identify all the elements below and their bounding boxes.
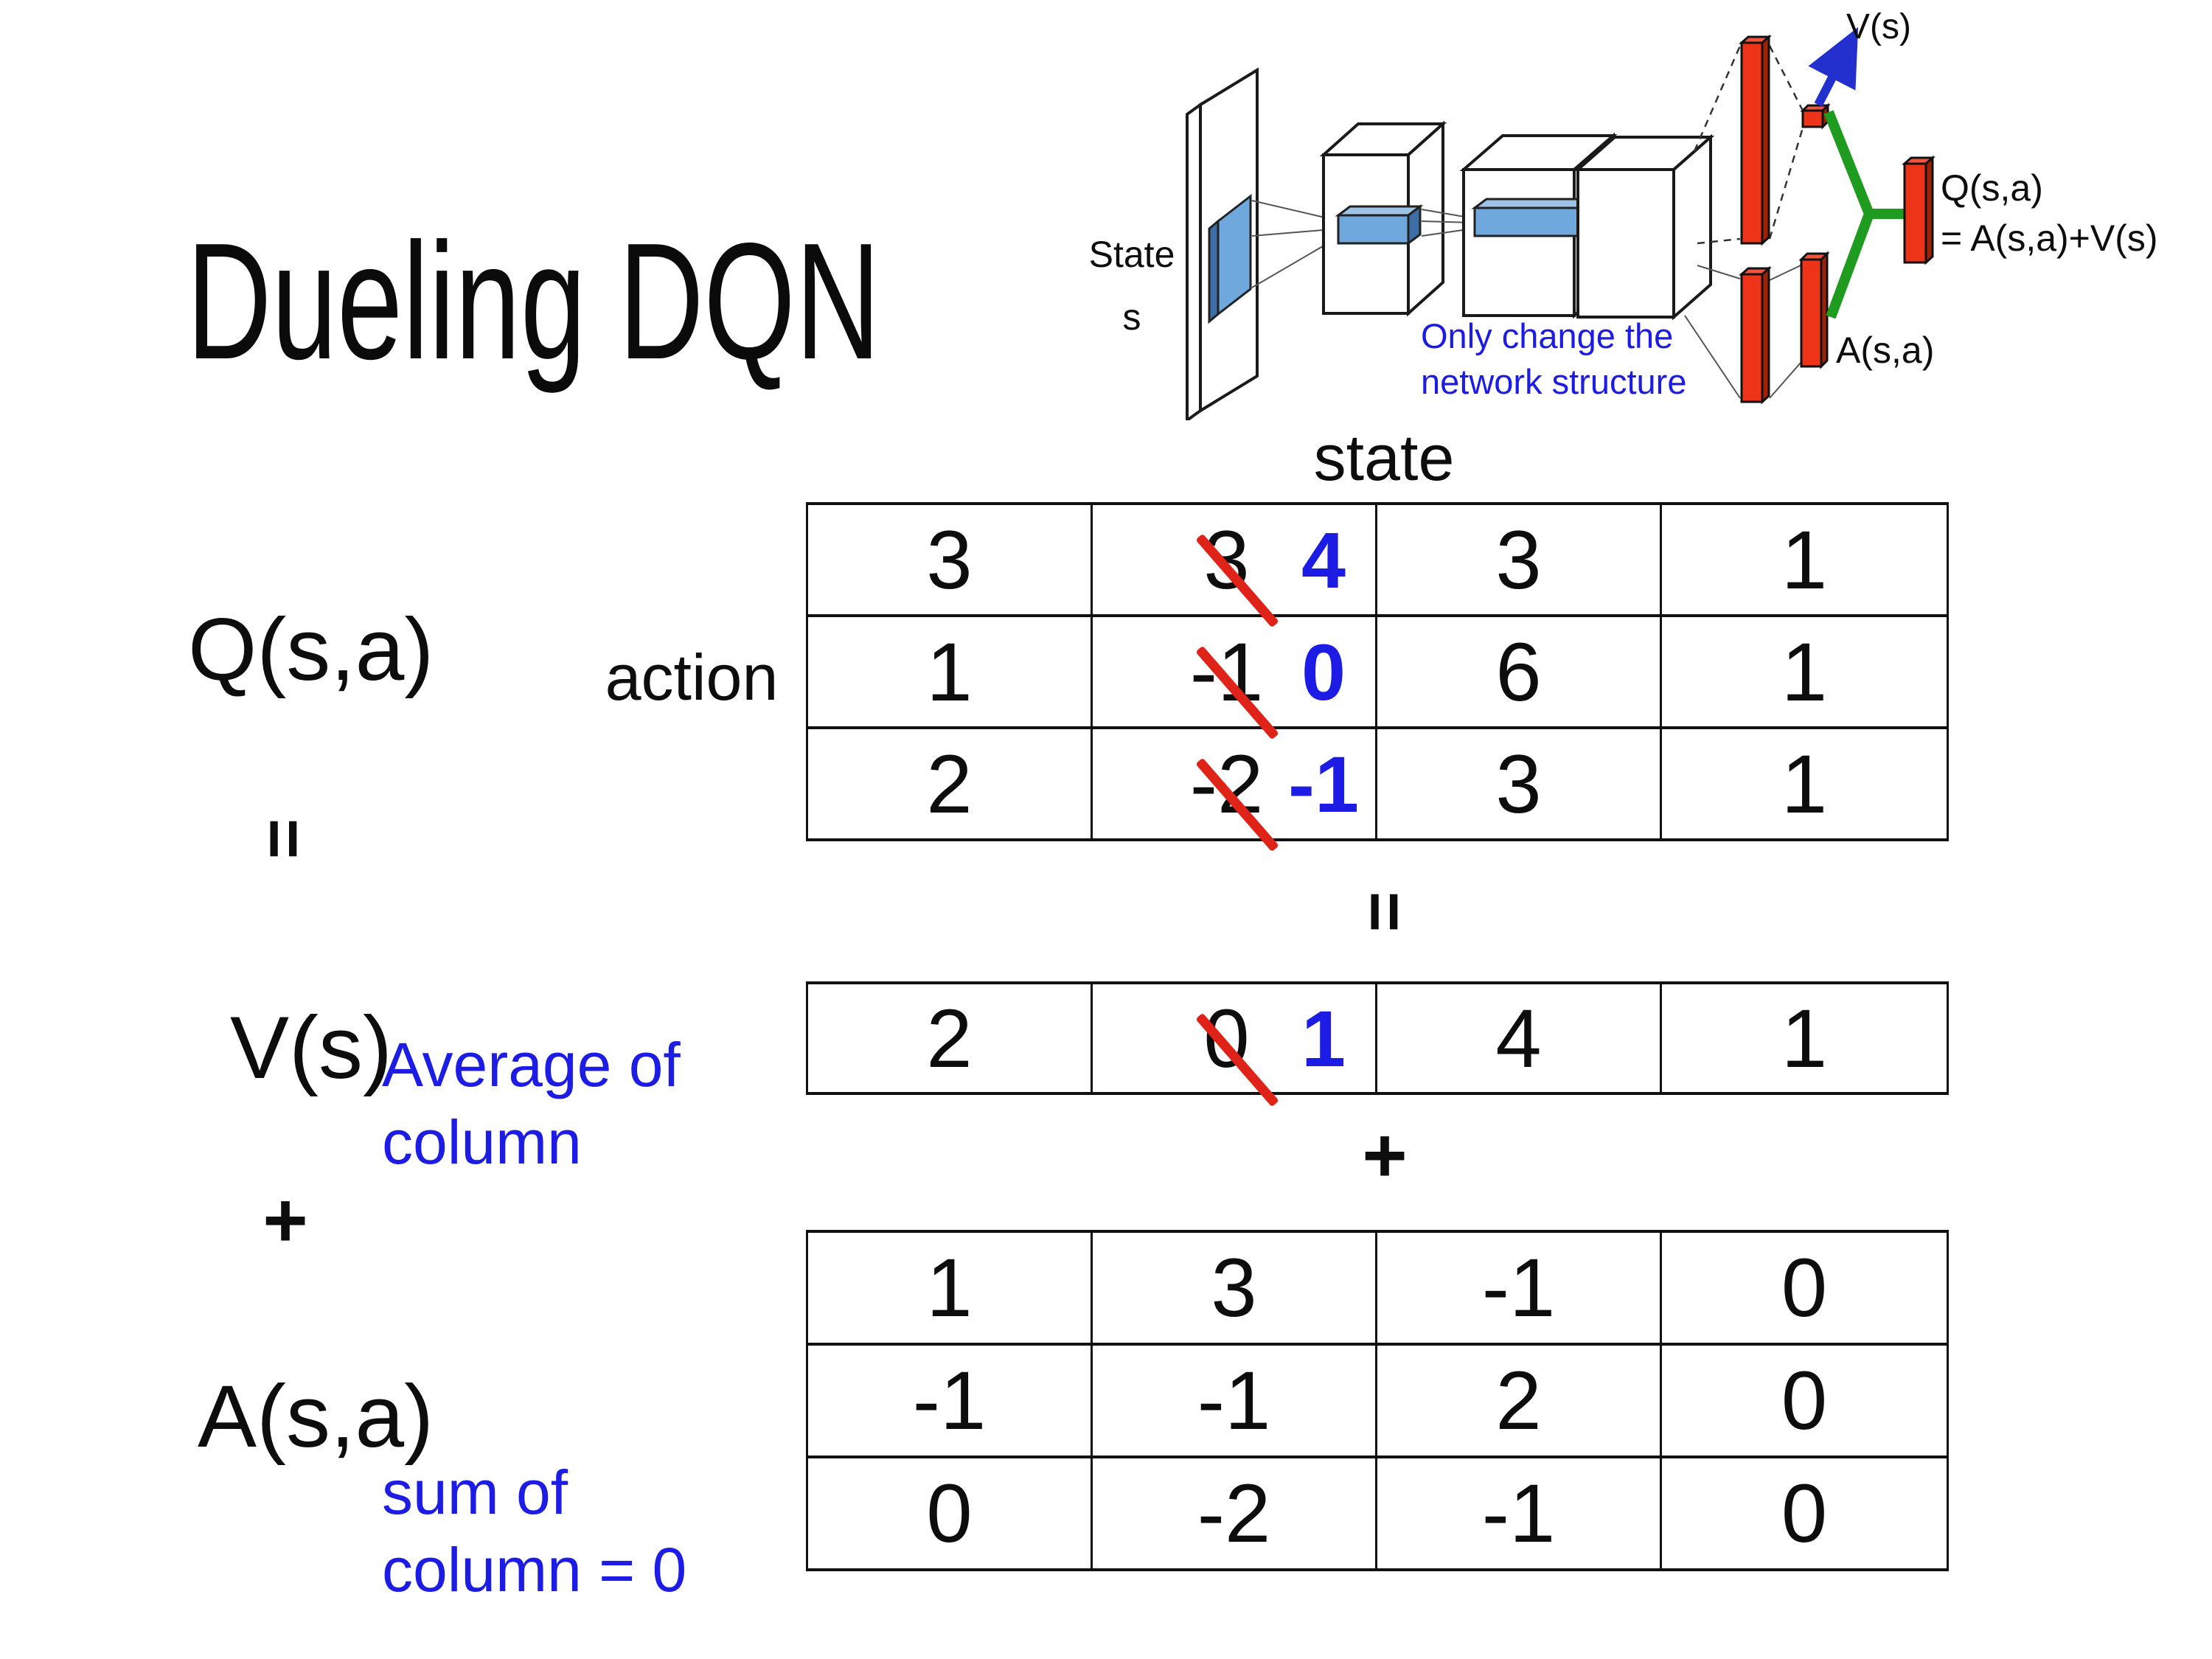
a-cell-r3c1: 0 — [808, 1458, 1093, 1568]
state-header: state — [1313, 421, 1455, 494]
new-value-blue: 1 — [1301, 993, 1346, 1083]
slide-title: Dueling DQN — [187, 208, 881, 394]
dashed-links-value-stream — [1693, 45, 1805, 245]
conv-box-3 — [1573, 133, 1715, 321]
cell-value: 2 — [926, 737, 973, 830]
cell-value: 3 — [1495, 737, 1542, 830]
cell-value: 0 — [926, 1467, 973, 1559]
cell-value: 1 — [1781, 625, 1828, 718]
a-cell-r2c2: -1 — [1093, 1346, 1377, 1458]
a-cell-r3c4: 0 — [1662, 1458, 1947, 1568]
cell-value: 0 — [1781, 1354, 1828, 1447]
cell-value: 0 — [1781, 1242, 1828, 1334]
equals-sign-left: = — [236, 790, 332, 886]
cell-value: 1 — [926, 625, 973, 718]
cell-value: -2 — [1197, 1467, 1271, 1559]
q-cell-r2c2-struck: -1 0 — [1093, 617, 1377, 740]
average-note-line2: column — [382, 1107, 582, 1177]
average-note-line1: Average of — [382, 1030, 681, 1099]
sum-note-line1: sum of — [382, 1458, 568, 1527]
a-cell-r2c4: 0 — [1662, 1346, 1947, 1458]
q-cell-r3c2-struck: -2 -1 — [1093, 729, 1377, 852]
fc-bar-top — [1739, 34, 1772, 246]
dueling-network-diagram: State s — [1089, 7, 2158, 420]
state-s-label-line1: State — [1089, 234, 1175, 275]
v-arrow — [1808, 27, 1859, 107]
v-cell-c3: 4 — [1377, 984, 1662, 1092]
cell-value: 0 — [1781, 1467, 1828, 1559]
a-cell-r3c2: -2 — [1093, 1458, 1377, 1568]
cell-value: 6 — [1495, 625, 1542, 718]
a-sa-label: A(s,a) — [198, 1367, 434, 1466]
q-cell-r3c1: 2 — [808, 729, 1093, 838]
new-value-blue: -1 — [1287, 739, 1360, 829]
new-value-blue: 0 — [1301, 627, 1346, 717]
cell-value: 2 — [926, 992, 973, 1085]
cell-value: 2 — [1495, 1354, 1542, 1447]
a-cell-r1c4: 0 — [1662, 1233, 1947, 1346]
q-cell-r1c1: 3 — [808, 505, 1093, 617]
plus-sign-left: + — [262, 1178, 308, 1264]
q-cell-r3c4: 1 — [1662, 729, 1947, 838]
v-s-label: V(s) — [230, 998, 392, 1097]
diagram-a-label: A(s,a) — [1836, 330, 1934, 371]
a-cell-r1c3: -1 — [1377, 1233, 1662, 1346]
q-cell-r2c3: 6 — [1377, 617, 1662, 729]
input-frame-layer — [1186, 67, 1259, 420]
plus-sign-between-tables: + — [1362, 1113, 1408, 1199]
equals-sign-between-tables: = — [1337, 863, 1433, 959]
diagram-q-label: Q(s,a) — [1941, 167, 2043, 209]
advantage-bar — [1798, 251, 1830, 369]
diagram-v-label: V(s) — [1846, 7, 1911, 46]
links-advantage-stream — [1684, 265, 1801, 399]
new-value-blue: 4 — [1301, 515, 1346, 605]
diagram-note-line2: network structure — [1421, 362, 1686, 401]
diagram-q-formula: = A(s,a)+V(s) — [1941, 218, 2158, 259]
q-cell-r2c1: 1 — [808, 617, 1093, 729]
aggregator-green-y — [1823, 110, 1907, 319]
cell-value: 1 — [1781, 992, 1828, 1085]
a-cell-r3c3: -1 — [1377, 1458, 1662, 1568]
cell-value: -1 — [912, 1354, 987, 1447]
action-header: action — [605, 641, 779, 714]
cell-value: -1 — [1481, 1242, 1556, 1334]
cell-value: -1 — [1481, 1467, 1556, 1559]
a-cell-r2c1: -1 — [808, 1346, 1093, 1458]
q-cell-r3c3: 3 — [1377, 729, 1662, 838]
equals-glyph: = — [1346, 891, 1425, 932]
cell-value: 1 — [1781, 513, 1828, 606]
a-cell-r2c3: 2 — [1377, 1346, 1662, 1458]
sum-of-column-note: sum of column = 0 — [382, 1454, 686, 1609]
cell-value: 3 — [926, 513, 973, 606]
v-cell-c4: 1 — [1662, 984, 1947, 1092]
advantage-table: 1 3 -1 0 -1 -1 2 0 0 -2 -1 0 — [806, 1230, 1949, 1571]
q-cell-r1c2-struck: 3 4 — [1093, 505, 1377, 628]
conv-bar-1-blue — [1335, 204, 1424, 246]
v-value-row: 2 0 1 4 1 — [806, 981, 1949, 1107]
sum-note-line2: column = 0 — [382, 1535, 687, 1604]
average-of-column-note: Average of column — [382, 1026, 681, 1181]
cell-value: 3 — [1211, 1242, 1257, 1334]
v-scalar-node — [1800, 102, 1831, 130]
cell-value: 1 — [1781, 737, 1828, 830]
v-cell-c1: 2 — [808, 984, 1093, 1092]
q-cell-r1c4: 1 — [1662, 505, 1947, 617]
v-cell-c2-struck: 0 1 — [1093, 984, 1377, 1107]
cell-value: 1 — [926, 1242, 973, 1334]
q-sa-label: Q(s,a) — [188, 600, 434, 699]
cell-value: 4 — [1495, 992, 1542, 1085]
state-s-label-line2: s — [1123, 296, 1141, 338]
fc-bar-bottom — [1739, 265, 1772, 405]
q-cell-r1c3: 3 — [1377, 505, 1662, 617]
diagram-note-line1: Only change the — [1421, 316, 1673, 355]
cell-value: 3 — [1495, 513, 1542, 606]
equals-glyph: = — [245, 818, 324, 859]
conv-patch-blue — [1208, 193, 1252, 324]
q-output-bar — [1902, 155, 1935, 265]
q-value-table: 3 3 4 3 1 1 -1 0 6 1 2 -2 -1 3 1 — [806, 502, 1949, 852]
a-cell-r1c2: 3 — [1093, 1233, 1377, 1346]
cell-value: -1 — [1197, 1354, 1271, 1447]
q-cell-r2c4: 1 — [1662, 617, 1947, 729]
a-cell-r1c1: 1 — [808, 1233, 1093, 1346]
